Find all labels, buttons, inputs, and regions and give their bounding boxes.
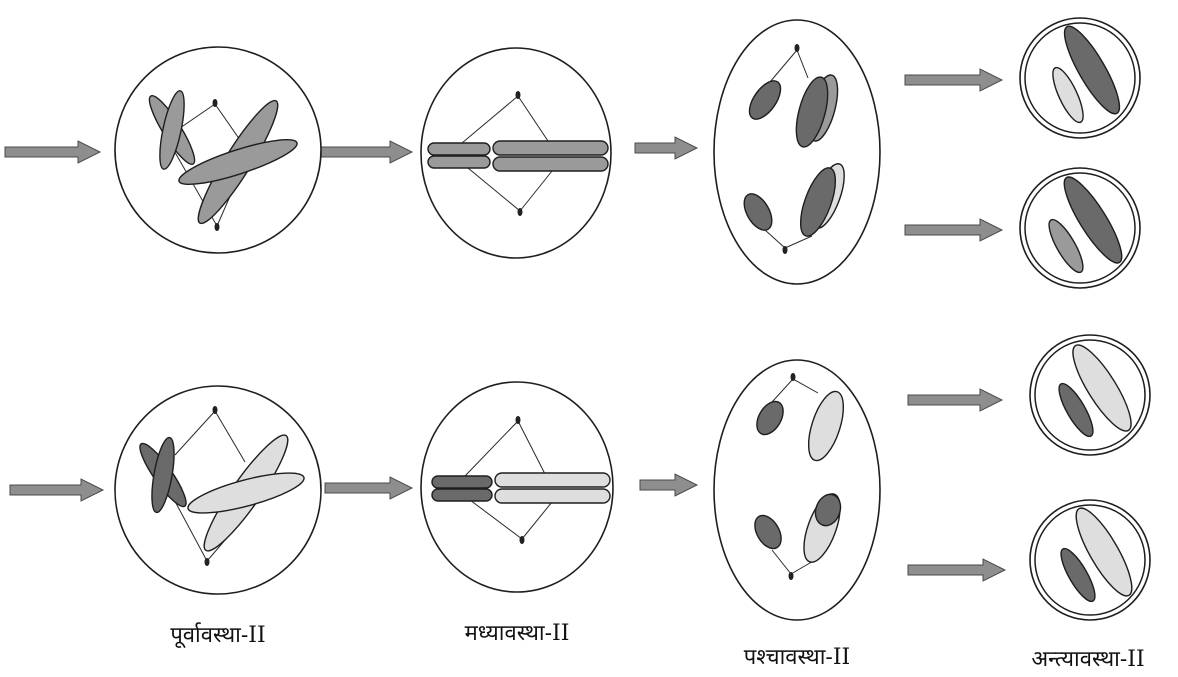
cell-prophase-ii-bottom xyxy=(115,386,321,594)
arrow xyxy=(10,479,103,501)
centriole xyxy=(791,373,796,381)
arrow xyxy=(5,141,100,163)
chromatid xyxy=(428,156,490,168)
centriole xyxy=(520,536,525,544)
cell-telophase-ii-3 xyxy=(1030,335,1150,455)
centriole xyxy=(789,572,794,580)
stage-label-telophase-ii: अन्त्यावस्था-II xyxy=(1031,647,1144,672)
cell-metaphase-ii-bottom xyxy=(421,382,613,592)
cell-telophase-ii-2 xyxy=(1020,168,1140,288)
cell-telophase-ii-1 xyxy=(1020,18,1140,138)
chromatid xyxy=(495,473,610,487)
centriole xyxy=(518,208,523,216)
cell-telophase-ii-4 xyxy=(1030,500,1150,620)
arrow xyxy=(905,69,1002,91)
cell-membrane xyxy=(714,360,880,620)
chromosome-small xyxy=(428,143,490,168)
arrow xyxy=(905,219,1002,241)
chromosome-small xyxy=(432,476,492,501)
chromatid xyxy=(432,489,492,501)
cell-prophase-ii-top xyxy=(115,47,321,253)
stage-label-prophase-ii: पूर्वावस्था-II xyxy=(170,622,265,649)
centriole xyxy=(795,44,800,52)
stage-label-anaphase-ii: पश्चावस्था-II xyxy=(744,645,850,670)
arrow xyxy=(635,137,697,159)
centriole xyxy=(516,91,521,99)
cell-anaphase-ii-bottom xyxy=(714,360,880,620)
chromatid xyxy=(495,489,610,503)
arrow xyxy=(908,389,1002,411)
stage-label-metaphase-ii: मध्यावस्था-II xyxy=(465,621,570,646)
cell-anaphase-ii-top xyxy=(714,20,880,284)
centriole xyxy=(516,416,521,424)
arrow xyxy=(325,477,412,499)
centriole xyxy=(205,558,210,566)
cell-metaphase-ii-top xyxy=(421,48,611,258)
chromatid xyxy=(432,476,492,488)
centriole xyxy=(213,99,218,107)
arrow xyxy=(320,141,412,163)
chromatid xyxy=(428,143,490,155)
arrow xyxy=(908,559,1005,581)
centriole xyxy=(215,223,220,231)
chromatid xyxy=(493,157,608,171)
centriole xyxy=(783,246,788,254)
chromatid xyxy=(493,141,608,155)
centriole xyxy=(213,406,218,414)
cell-membrane xyxy=(714,20,880,284)
arrow xyxy=(640,474,697,496)
